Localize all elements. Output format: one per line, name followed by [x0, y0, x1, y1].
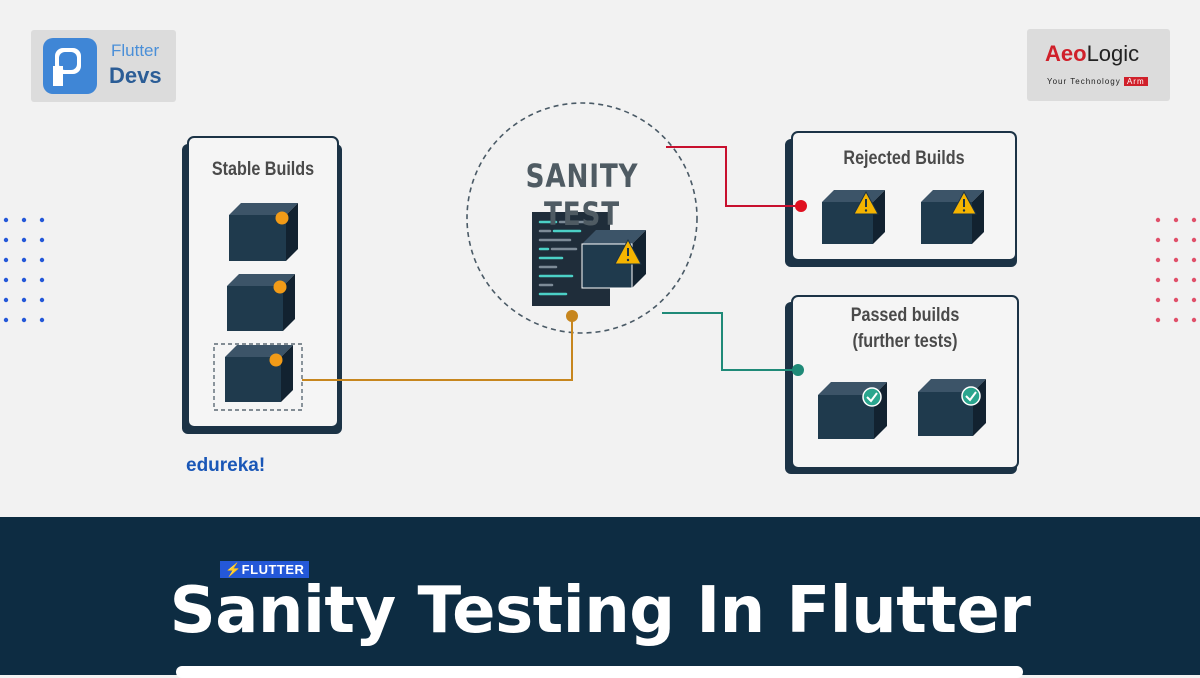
sanity-to-rejected-connector	[666, 146, 800, 207]
orange-status-dot	[273, 280, 287, 294]
title-banner	[0, 517, 1200, 675]
stable-builds-title: Stable Builds	[211, 159, 315, 180]
aeologic-wordmark: AeoLogic	[1045, 41, 1139, 67]
orange-status-dot	[269, 353, 283, 367]
flutter-devs-line1: Flutter	[111, 41, 160, 60]
warning-icon	[853, 190, 879, 215]
passed-builds-subtitle: (further tests)	[852, 331, 958, 352]
sanity-test-circle	[466, 102, 698, 334]
sanity-test-title: SANITY TEST	[525, 157, 639, 233]
warning-icon	[614, 238, 642, 265]
right-dot-grid	[1155, 217, 1197, 323]
rejected-builds-title: Rejected Builds	[843, 148, 965, 169]
connector-dot-red	[795, 200, 807, 212]
orange-status-dot	[275, 211, 289, 225]
aeologic-name: Logic	[1086, 41, 1140, 66]
connector-dot-green	[792, 364, 804, 376]
passed-builds-title: Passed builds	[850, 305, 960, 326]
stable-to-sanity-connector	[302, 320, 573, 381]
build-box-icon	[229, 203, 298, 261]
build-box-icon	[581, 230, 646, 289]
flutter-devs-logo: Flutter Devs	[31, 30, 176, 102]
connector-dot-orange	[566, 310, 578, 322]
bottom-card-edge	[176, 666, 1023, 678]
build-box-icon	[921, 190, 984, 244]
warning-icon	[951, 190, 977, 215]
aeologic-logo: AeoLogic Your Technology Arm	[1027, 29, 1170, 101]
check-icon	[862, 387, 882, 407]
left-dot-grid	[3, 217, 45, 323]
edureka-brand: edureka!	[186, 455, 266, 476]
flutter-tag-badge: ⚡FLUTTER	[220, 561, 310, 578]
sanity-to-passed-connector	[662, 312, 797, 371]
aeologic-tagline-row: Your Technology Arm	[1047, 77, 1148, 86]
aeologic-tagline: Your Technology	[1047, 77, 1121, 86]
build-box-icon	[227, 274, 295, 331]
flutter-devs-line2: Devs	[109, 63, 162, 88]
build-box-icon	[213, 343, 303, 411]
sanity-test-diagram	[3, 102, 1197, 474]
aeologic-mark: Aeo	[1045, 41, 1087, 66]
page-title: Sanity Testing In Flutter	[169, 574, 1031, 648]
flutter-logo-icon	[43, 38, 97, 94]
build-box-icon	[822, 190, 885, 244]
aeologic-tagline-badge: Arm	[1123, 77, 1148, 86]
check-icon	[961, 386, 981, 406]
